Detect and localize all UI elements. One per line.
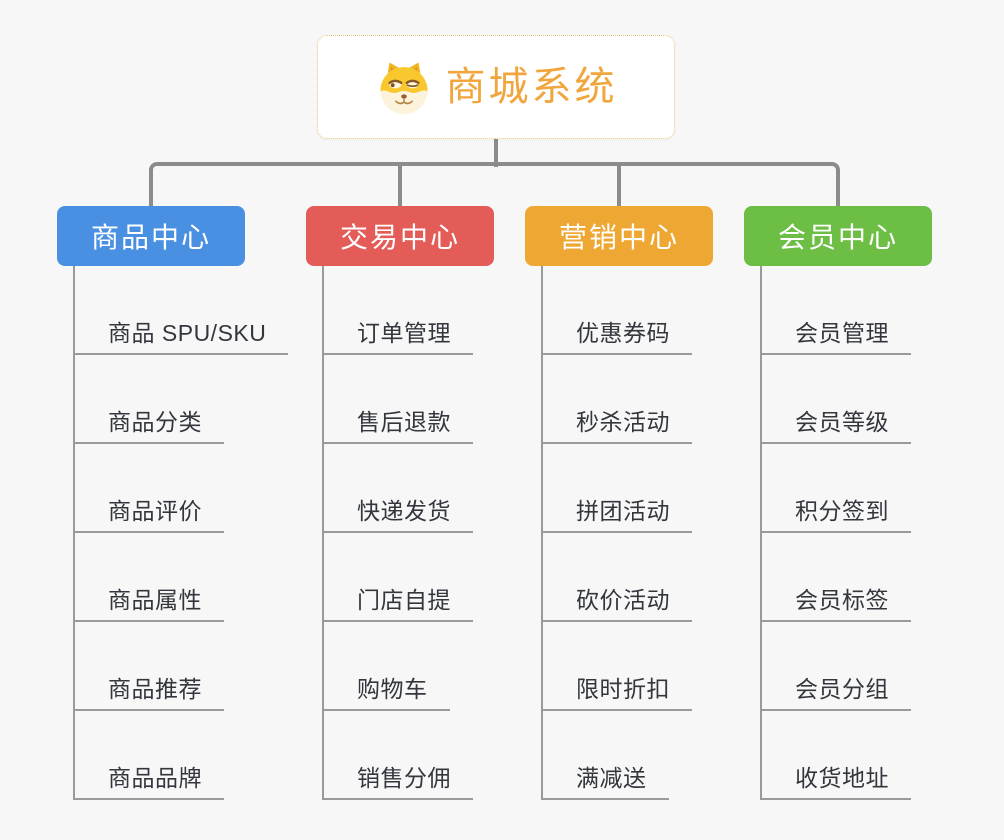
branch-node-marketing-center[interactable]: 营销中心	[525, 206, 713, 266]
child-label: 满减送	[576, 765, 647, 791]
child-node-product-review[interactable]: 商品评价	[75, 444, 224, 533]
child-node-full-reduction[interactable]: 满减送	[543, 711, 669, 800]
branch-marketing-center: 营销中心 优惠券码 秒杀活动 拼团活动 砍价活动 限时折扣 满减送	[525, 206, 713, 800]
connector-root-drop	[494, 139, 498, 167]
branch-children-product: 商品 SPU/SKU 商品分类 商品评价 商品属性 商品推荐 商品品牌	[73, 266, 289, 800]
child-node-product-brand[interactable]: 商品品牌	[75, 711, 224, 800]
child-node-express-delivery[interactable]: 快递发货	[324, 444, 473, 533]
connector-bus-left	[149, 162, 496, 206]
child-node-product-category[interactable]: 商品分类	[75, 355, 224, 444]
root-title: 商城系统	[445, 65, 618, 109]
child-label: 秒杀活动	[576, 409, 670, 435]
child-label: 销售分佣	[357, 765, 451, 791]
child-node-member-management[interactable]: 会员管理	[762, 266, 911, 355]
child-label: 收货地址	[795, 765, 889, 791]
child-node-coupon-code[interactable]: 优惠券码	[543, 266, 692, 355]
child-label: 售后退款	[357, 409, 451, 435]
child-label: 会员管理	[795, 320, 889, 346]
branch-member-center: 会员中心 会员管理 会员等级 积分签到 会员标签 会员分组 收货地址	[744, 206, 932, 800]
child-node-member-group[interactable]: 会员分组	[762, 622, 911, 711]
child-label: 商品评价	[108, 498, 202, 524]
child-node-member-level[interactable]: 会员等级	[762, 355, 911, 444]
child-label: 会员分组	[795, 676, 889, 702]
connector-bus-right	[494, 162, 840, 206]
child-label: 快递发货	[357, 498, 451, 524]
child-label: 拼团活动	[576, 498, 670, 524]
root-node[interactable]: 商城系统	[317, 35, 675, 139]
child-node-order-management[interactable]: 订单管理	[324, 266, 473, 355]
branch-node-member-center[interactable]: 会员中心	[744, 206, 932, 266]
branch-children-marketing: 优惠券码 秒杀活动 拼团活动 砍价活动 限时折扣 满减送	[541, 266, 692, 800]
child-label: 门店自提	[357, 587, 451, 613]
connector-drop-marketing	[617, 164, 621, 206]
child-label: 积分签到	[795, 498, 889, 524]
child-label: 优惠券码	[576, 320, 670, 346]
shiba-dog-icon	[379, 62, 428, 115]
child-node-group-buy[interactable]: 拼团活动	[543, 444, 692, 533]
connector-drop-trade	[398, 164, 402, 206]
branch-product-center: 商品中心 商品 SPU/SKU 商品分类 商品评价 商品属性 商品推荐 商品品牌	[57, 206, 289, 800]
child-label: 商品分类	[108, 409, 202, 435]
branch-trade-center: 交易中心 订单管理 售后退款 快递发货 门店自提 购物车 销售分佣	[306, 206, 494, 800]
child-node-aftersale-refund[interactable]: 售后退款	[324, 355, 473, 444]
child-node-shipping-address[interactable]: 收货地址	[762, 711, 911, 800]
child-node-product-attribute[interactable]: 商品属性	[75, 533, 224, 622]
child-label: 限时折扣	[576, 676, 670, 702]
child-label: 购物车	[357, 676, 428, 702]
child-label: 商品品牌	[108, 765, 202, 791]
child-node-limited-time-discount[interactable]: 限时折扣	[543, 622, 692, 711]
child-node-shopping-cart[interactable]: 购物车	[324, 622, 450, 711]
child-label: 会员标签	[795, 587, 889, 613]
child-node-bargain-activity[interactable]: 砍价活动	[543, 533, 692, 622]
child-node-spu-sku[interactable]: 商品 SPU/SKU	[75, 266, 289, 355]
child-node-points-checkin[interactable]: 积分签到	[762, 444, 911, 533]
child-node-flash-sale[interactable]: 秒杀活动	[543, 355, 692, 444]
branch-children-member: 会员管理 会员等级 积分签到 会员标签 会员分组 收货地址	[760, 266, 911, 800]
child-node-member-tag[interactable]: 会员标签	[762, 533, 911, 622]
branch-node-product-center[interactable]: 商品中心	[57, 206, 245, 266]
child-node-sales-commission[interactable]: 销售分佣	[324, 711, 473, 800]
child-node-store-pickup[interactable]: 门店自提	[324, 533, 473, 622]
child-label: 商品推荐	[108, 676, 202, 702]
branch-children-trade: 订单管理 售后退款 快递发货 门店自提 购物车 销售分佣	[322, 266, 473, 800]
child-label: 商品 SPU/SKU	[108, 320, 267, 346]
branch-node-trade-center[interactable]: 交易中心	[306, 206, 494, 266]
child-label: 订单管理	[357, 320, 451, 346]
child-label: 会员等级	[795, 409, 889, 435]
child-label: 砍价活动	[576, 587, 670, 613]
child-node-product-recommend[interactable]: 商品推荐	[75, 622, 224, 711]
child-label: 商品属性	[108, 587, 202, 613]
